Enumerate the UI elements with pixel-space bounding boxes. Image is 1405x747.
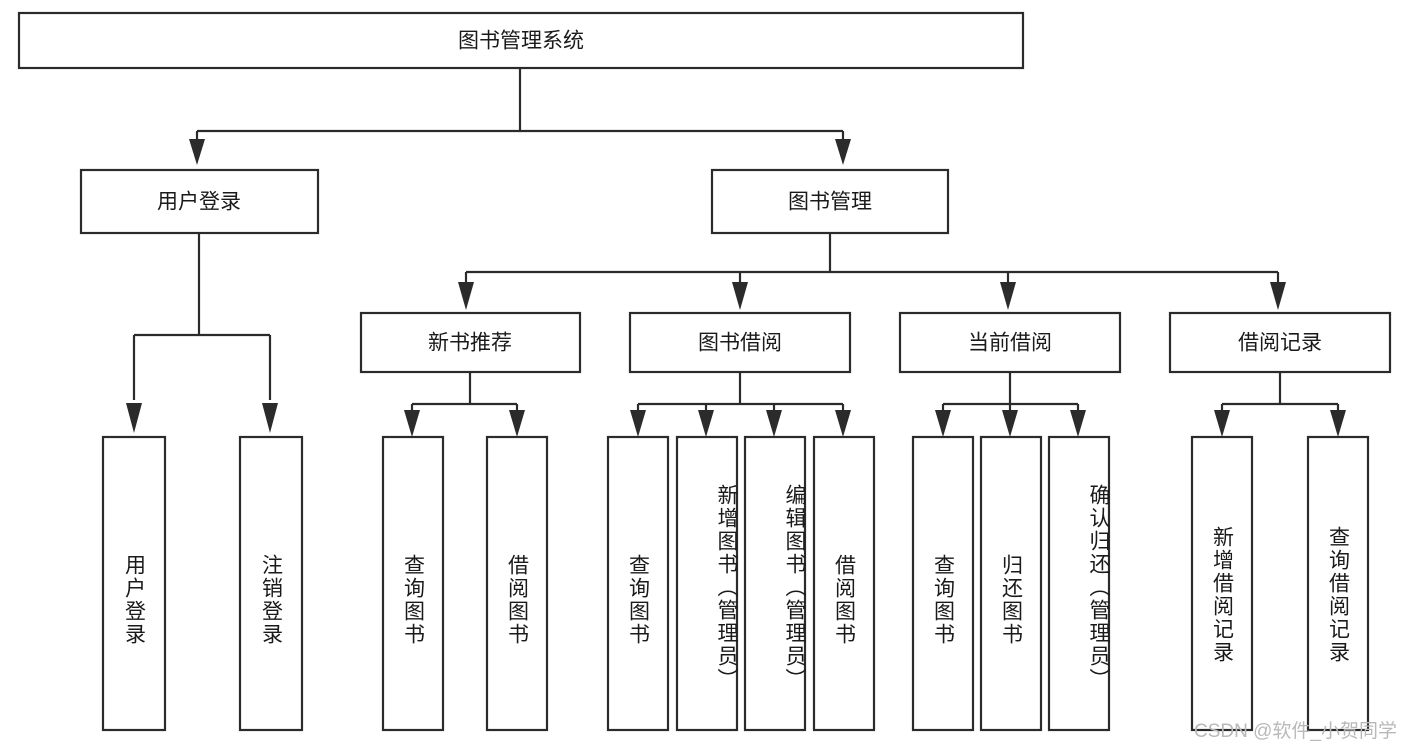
arrowhead-icon: [1000, 282, 1016, 310]
node-book-management[interactable]: 图书管理: [710, 168, 950, 235]
connector-borrow-to-leaves: [630, 373, 851, 437]
connector-bookmgmt-to-level3: [458, 234, 1286, 310]
arrowhead-icon: [1270, 282, 1286, 310]
connector-userlogin-to-leaves: [126, 234, 278, 433]
connector-record-to-leaves: [1214, 373, 1346, 437]
node-new-book-recommend-box[interactable]: [359, 311, 582, 374]
node-current-borrow-box[interactable]: [898, 311, 1122, 374]
node-book-management-box[interactable]: [710, 168, 950, 235]
arrowhead-icon: [126, 403, 142, 433]
leaf-box-borrow-1[interactable]: [675, 435, 739, 732]
node-new-book-recommend-label: 新书推荐: [428, 332, 512, 355]
arrowhead-icon: [1002, 410, 1018, 437]
node-user-login-label: 用户登录: [157, 191, 241, 214]
node-borrow-record-label: 借阅记录: [1238, 332, 1322, 355]
node-user-login[interactable]: 用户登录: [79, 168, 320, 235]
leaf-box-user-login-0[interactable]: [101, 435, 167, 732]
leaf-box-record-1[interactable]: [1306, 435, 1370, 732]
leaf-box-current-0[interactable]: [911, 435, 975, 732]
leaf-box-borrow-2[interactable]: [743, 435, 807, 732]
node-book-borrow-label: 图书借阅: [698, 332, 782, 355]
node-book-management-label: 图书管理: [788, 191, 872, 214]
node-current-borrow[interactable]: 当前借阅: [898, 311, 1122, 374]
node-borrow-record[interactable]: 借阅记录: [1168, 311, 1392, 374]
arrowhead-icon: [835, 139, 851, 165]
arrowhead-icon: [835, 410, 851, 437]
node-root-label: 图书管理系统: [458, 30, 584, 53]
node-borrow-record-box[interactable]: [1168, 311, 1392, 374]
arrowhead-icon: [262, 403, 278, 433]
leaf-box-recommend-1[interactable]: [485, 435, 549, 732]
arrowhead-icon: [630, 410, 646, 437]
arrowhead-icon: [1330, 410, 1346, 437]
node-user-login-box[interactable]: [79, 168, 320, 235]
arrowhead-icon: [458, 282, 474, 310]
node-new-book-recommend[interactable]: 新书推荐: [359, 311, 582, 374]
arrowhead-icon: [698, 410, 714, 437]
arrowhead-icon: [766, 410, 782, 437]
arrowhead-icon: [1214, 410, 1230, 437]
arrowhead-icon: [1070, 410, 1086, 437]
arrowhead-icon: [404, 410, 420, 437]
connector-recommend-to-leaves: [404, 373, 525, 437]
arrowhead-icon: [189, 139, 205, 165]
leaf-box-user-login-1[interactable]: [238, 435, 304, 732]
leaf-box-borrow-3[interactable]: [812, 435, 876, 732]
arrowhead-icon: [732, 282, 748, 310]
leaf-box-current-1[interactable]: [979, 435, 1043, 732]
leaf-box-record-0[interactable]: [1190, 435, 1254, 732]
arrowhead-icon: [935, 410, 951, 437]
arrowhead-icon: [509, 410, 525, 437]
connector-root-to-level2: [189, 68, 851, 165]
node-book-borrow-box[interactable]: [628, 311, 852, 374]
leaf-box-recommend-0[interactable]: [381, 435, 445, 732]
node-root-box[interactable]: [17, 11, 1025, 70]
connector-current-to-leaves: [935, 373, 1086, 437]
node-root[interactable]: 图书管理系统: [17, 11, 1025, 70]
leaf-box-borrow-0[interactable]: [606, 435, 670, 732]
node-book-borrow[interactable]: 图书借阅: [628, 311, 852, 374]
node-current-borrow-label: 当前借阅: [968, 332, 1052, 355]
leaf-box-current-2[interactable]: [1047, 435, 1111, 732]
